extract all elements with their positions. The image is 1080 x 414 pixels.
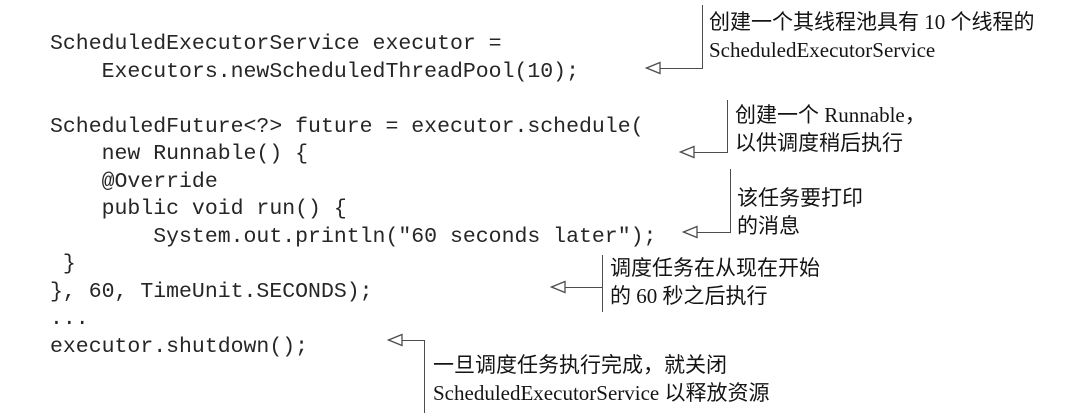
callout-line-vertical bbox=[730, 169, 731, 233]
callout-line-vertical bbox=[424, 340, 425, 413]
callout-line-horizontal bbox=[564, 287, 603, 288]
callout-line-horizontal bbox=[693, 152, 728, 153]
callout-line-horizontal bbox=[401, 340, 425, 341]
annotation-line: 一旦调度任务执行完成，就关闭 bbox=[433, 353, 727, 377]
annotation-text-block: 创建一个 Runnable， 以供调度稍后执行 bbox=[735, 101, 926, 157]
annotation-line: ScheduledExecutorService 以释放资源 bbox=[433, 381, 770, 405]
annotation-line: 创建一个其线程池具有 10 个线程的 bbox=[709, 10, 1035, 34]
left-arrow-icon bbox=[679, 145, 695, 159]
callout-line-vertical bbox=[602, 255, 603, 312]
annotation-line: 该任务要打印 bbox=[737, 186, 863, 210]
annotation-line: 以供调度稍后执行 bbox=[735, 131, 903, 155]
callout-line-horizontal bbox=[659, 68, 703, 69]
callout-line-horizontal bbox=[696, 232, 731, 233]
annotation-text-block: 一旦调度任务执行完成，就关闭 ScheduledExecutorService … bbox=[433, 351, 770, 407]
java-code-listing: ScheduledExecutorService executor = Exec… bbox=[50, 32, 657, 359]
left-arrow-icon bbox=[550, 280, 566, 294]
callout-line-vertical bbox=[727, 100, 728, 153]
left-arrow-icon bbox=[682, 225, 698, 239]
annotation-line: 的消息 bbox=[737, 214, 800, 238]
annotation-line: 调度任务在从现在开始 bbox=[610, 256, 820, 280]
left-arrow-icon bbox=[645, 61, 661, 75]
annotation-line: 的 60 秒之后执行 bbox=[610, 284, 768, 308]
annotation-line: ScheduledExecutorService bbox=[709, 38, 936, 62]
left-arrow-icon bbox=[387, 333, 403, 347]
callout-line-vertical bbox=[702, 5, 703, 69]
annotation-text-block: 创建一个其线程池具有 10 个线程的 ScheduledExecutorServ… bbox=[709, 8, 1035, 64]
annotation-text-block: 该任务要打印 的消息 bbox=[737, 184, 863, 240]
annotation-line: 创建一个 Runnable， bbox=[735, 103, 926, 127]
annotation-text-block: 调度任务在从现在开始 的 60 秒之后执行 bbox=[610, 254, 820, 310]
